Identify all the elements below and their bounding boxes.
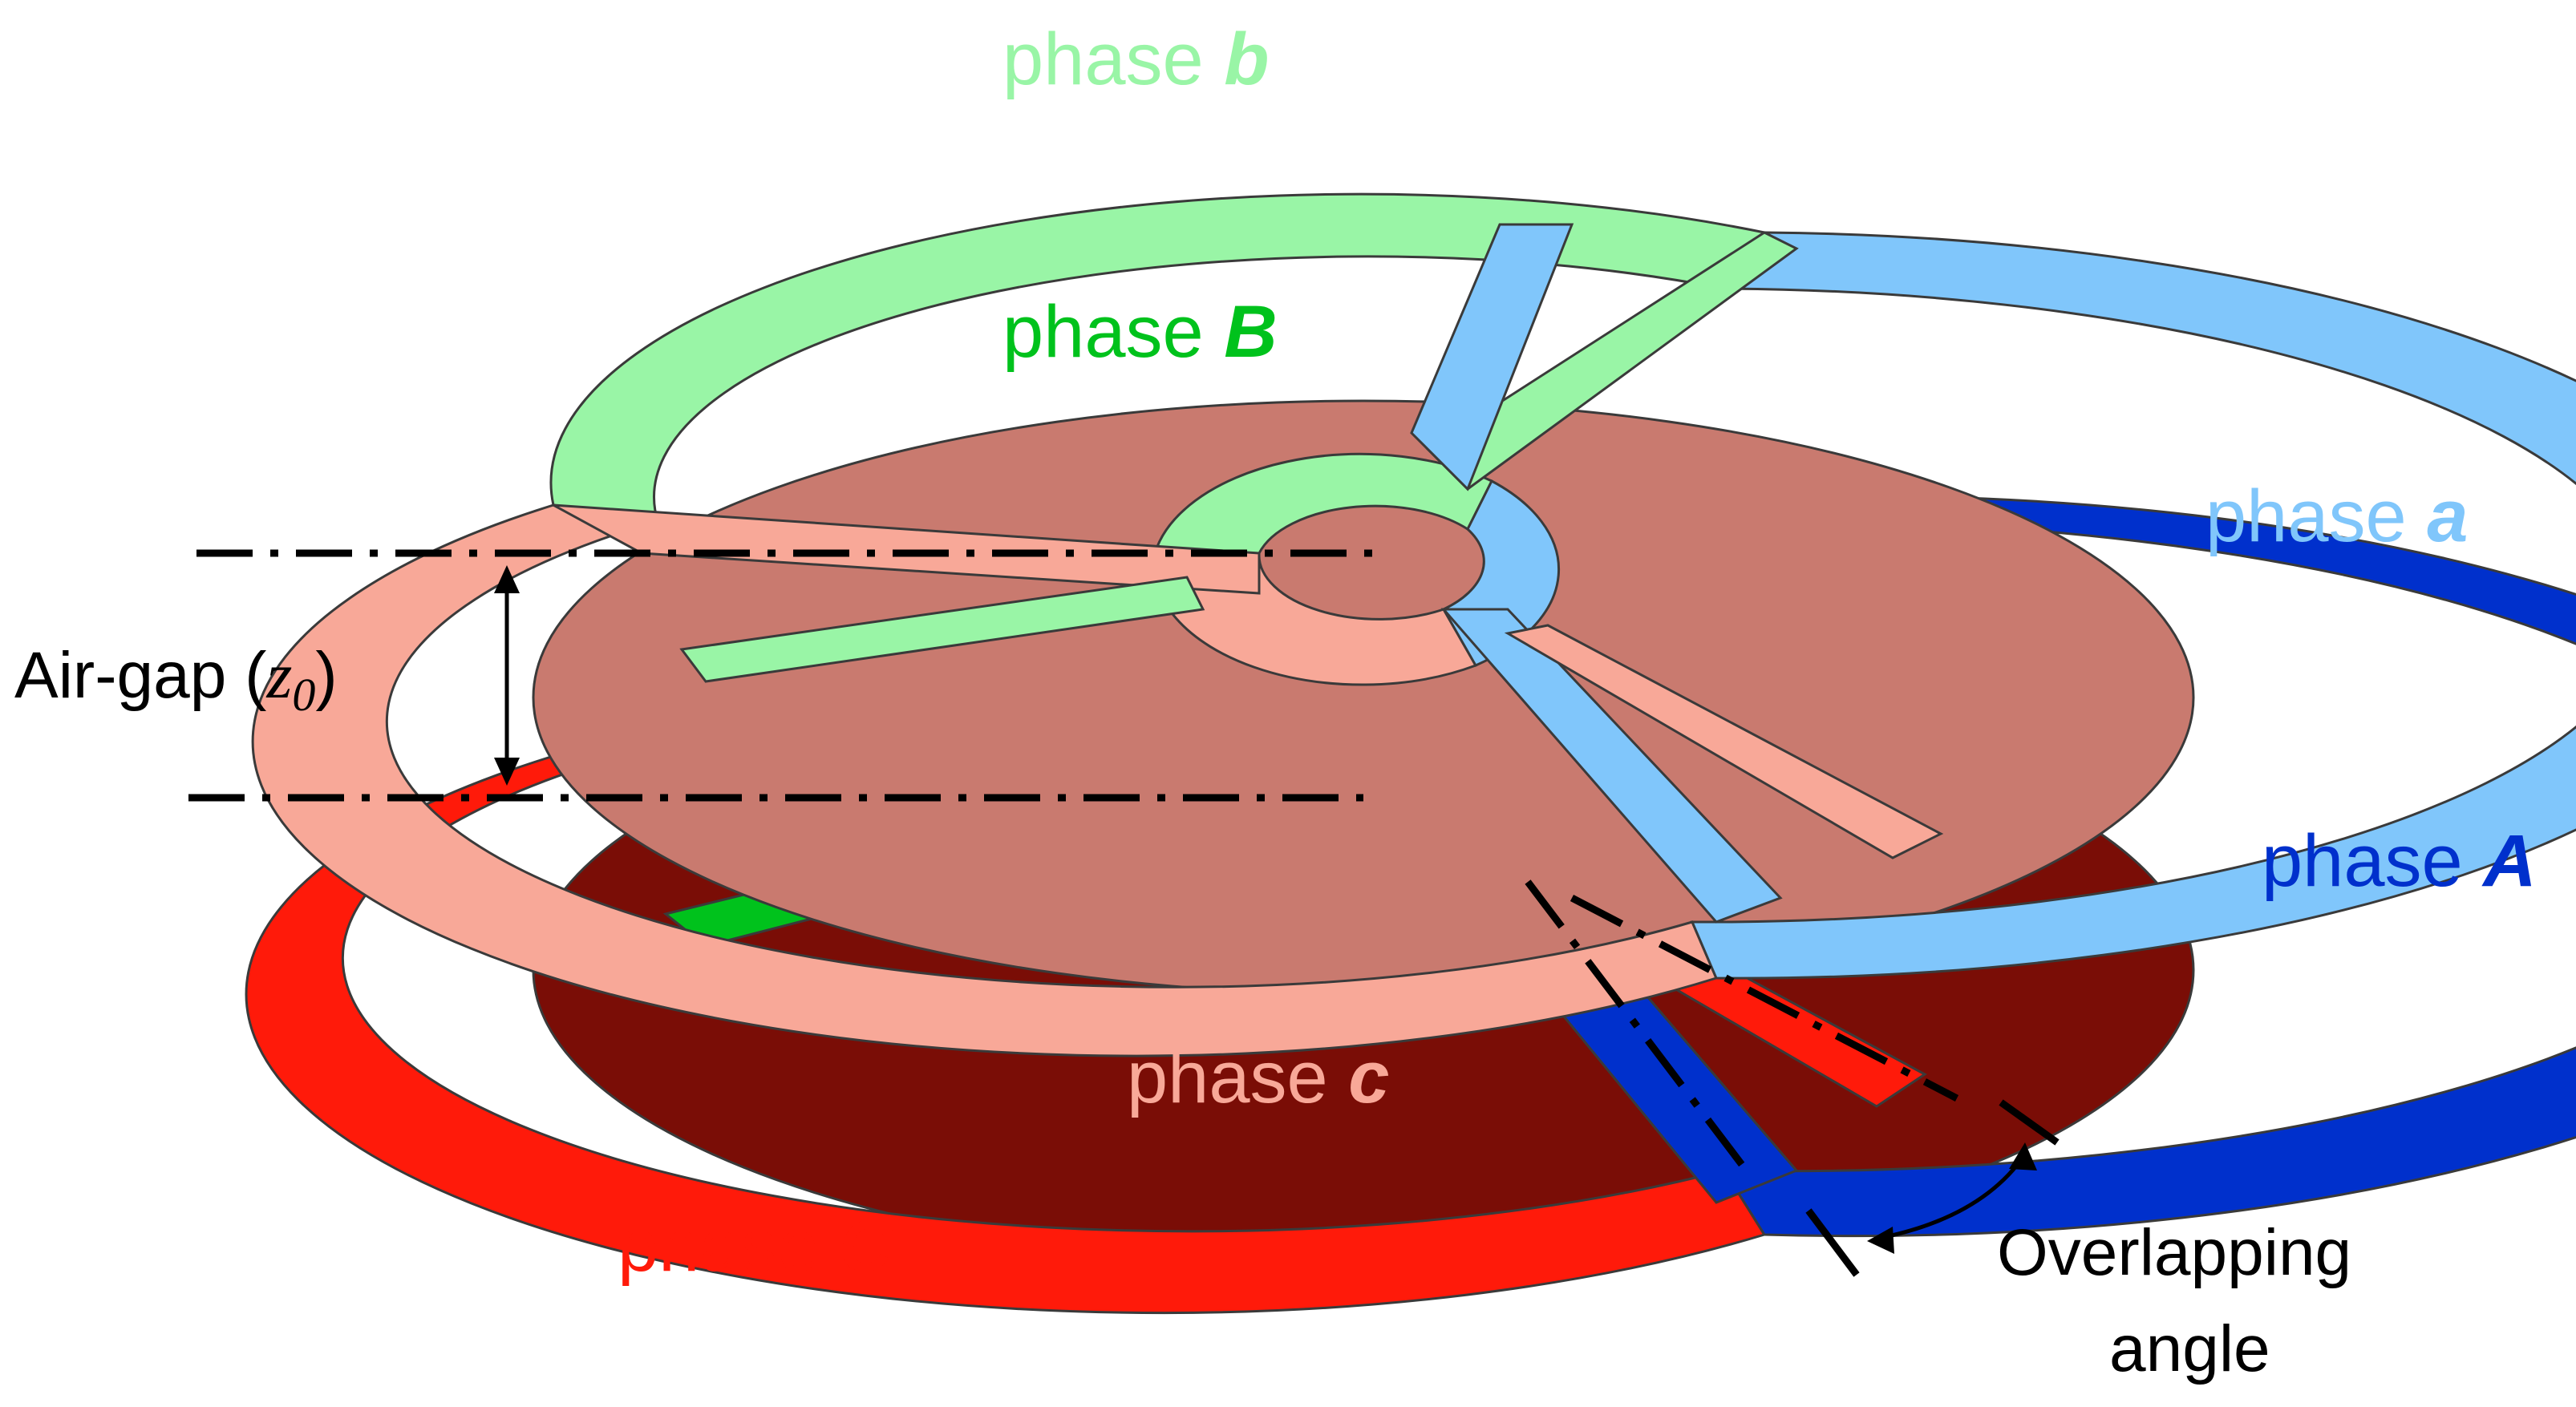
airgap-arrow-head-up [494, 565, 520, 593]
label-phase-b: phase b [1002, 18, 1269, 100]
overlap-line-a [1525, 879, 1756, 1181]
overlap-markers [1525, 879, 2060, 1277]
phase-b-spoke-left [679, 576, 1205, 683]
phase-c-outer-arc [251, 503, 1719, 1057]
label-phase-a: phase a [2205, 475, 2468, 557]
phase-c-spoke-down [1504, 624, 1944, 859]
overlap-arrow-head-up [2009, 1142, 2037, 1170]
phase-a-spoke-down [1440, 608, 1783, 924]
phase-c-spoke-left [553, 503, 1261, 595]
label-phase-A: phase A [2262, 820, 2537, 902]
phase-a-outer-arc [1690, 231, 2576, 980]
label-airgap: Air-gap (z0) [14, 639, 338, 721]
phase-a-spoke-up [1410, 223, 1574, 491]
overlap-arc [1876, 1153, 2027, 1241]
label-overlapping: Overlapping [1997, 1216, 2351, 1289]
overlap-line-b [1569, 895, 1959, 1102]
overlap-tick-a [1999, 1099, 2060, 1146]
overlap-tick-b [1805, 1208, 1860, 1277]
overlap-arrow-head-left [1867, 1227, 1894, 1254]
upper-layer [251, 192, 2576, 1057]
label-phase-C: phase C [618, 1205, 893, 1287]
label-angle: angle [2109, 1312, 2270, 1385]
phase-C-outer-arc [245, 744, 1767, 1315]
label-phase-c: phase c [1127, 1037, 1389, 1118]
airgap-arrow-head-down [494, 758, 520, 786]
label-phase-B: phase B [1002, 291, 1278, 373]
airgap-markers [188, 549, 1379, 802]
